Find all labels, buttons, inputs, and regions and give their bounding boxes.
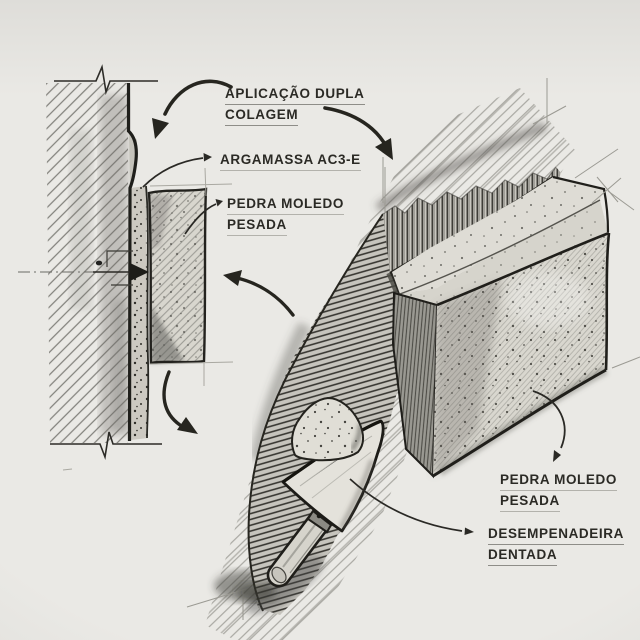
label-line: APLICAÇÃO DUPLA [225,84,365,105]
perspective-view [186,78,640,640]
wall-edge-line [126,83,138,442]
stone-top-face [392,177,604,294]
wall-hatch [46,83,128,443]
break-line-top [54,64,158,96]
section-guide-lines [62,167,234,471]
guide-lines [186,78,640,620]
trowel-shadow-dark [236,582,276,602]
label-line: PEDRA MOLEDO [227,194,344,215]
stone-top-bevel [399,199,608,305]
trowel [236,396,385,614]
break-line-bottom [50,431,162,461]
detail-dot [95,260,103,266]
arrow-application-to-section [152,79,233,139]
section-view [18,64,234,471]
annotation-arrows [142,79,566,535]
label-line: PESADA [227,215,287,236]
label-line: ARGAMASSA AC3-E [220,150,361,171]
label-line: PESADA [500,491,560,512]
trowel-handle [266,509,333,588]
arrow-mortar-label [142,153,212,188]
stone-end-face [391,291,439,479]
arrow-trowel-label [349,478,474,535]
arrow-section-to-perspective [162,370,198,434]
label-line: PEDRA MOLEDO [500,470,617,491]
arrow-perspective-to-section [223,270,295,317]
stone-slab [391,175,611,479]
label-argamassa-ac3e: ARGAMASSA AC3-E [220,150,361,171]
label-line: DESEMPENADEIRA [488,524,624,545]
label-pedra-moledo-left: PEDRA MOLEDO PESADA [227,194,344,236]
mortar-joint [126,83,150,442]
combed-mortar-vertical [382,166,561,274]
pointer-arrowhead [130,263,149,281]
center-line [18,250,149,286]
arrow-application-to-perspective [323,106,393,160]
stone-section [147,187,208,365]
label-line: COLAGEM [225,105,299,126]
mortar-blob [291,396,364,462]
label-pedra-moledo-right: PEDRA MOLEDO PESADA [500,470,617,512]
label-line: DENTADA [488,545,558,566]
stone-outlines [432,175,611,478]
notch-bracket [106,250,133,286]
arrow-stone-right-label [532,390,566,462]
label-aplicacao-dupla-colagem: APLICAÇÃO DUPLA COLAGEM [225,84,365,126]
label-desempenadeira-dentada: DESEMPENADEIRA DENTADA [488,524,624,566]
stone-front-face [433,233,609,476]
arrow-stone-left-label [184,199,223,235]
trowel-ferrule [306,509,333,534]
